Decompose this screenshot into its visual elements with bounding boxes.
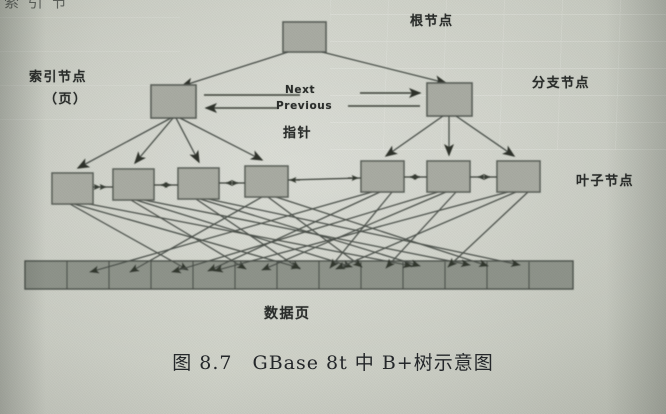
index-node-sublabel: （页） xyxy=(44,92,88,107)
figure-caption: 图 8.7 GBase 8t 中 B+树示意图 xyxy=(172,352,494,374)
leaf-to-datapage-links xyxy=(69,191,529,274)
branch-node-left xyxy=(150,84,197,119)
branch-right-to-leaf-links xyxy=(384,115,516,157)
root-node-label: 根节点 xyxy=(410,14,454,29)
index-node-label: 索引节点 xyxy=(29,70,88,85)
next-pointer-label: Next xyxy=(285,84,316,96)
data-page-label: 数据页 xyxy=(264,306,311,322)
data-page-row xyxy=(24,260,574,290)
leaf-nodes xyxy=(51,160,541,205)
previous-pointer-label: Previous xyxy=(276,100,333,112)
branch-node-right xyxy=(426,82,473,117)
leaf-node-label: 叶子节点 xyxy=(576,174,635,189)
root-to-branch-links xyxy=(180,51,448,88)
branch-left-to-leaf-links xyxy=(76,117,264,169)
root-node xyxy=(282,21,327,53)
branch-node-label: 分支节点 xyxy=(532,76,591,91)
pointer-label: 指针 xyxy=(283,126,313,141)
